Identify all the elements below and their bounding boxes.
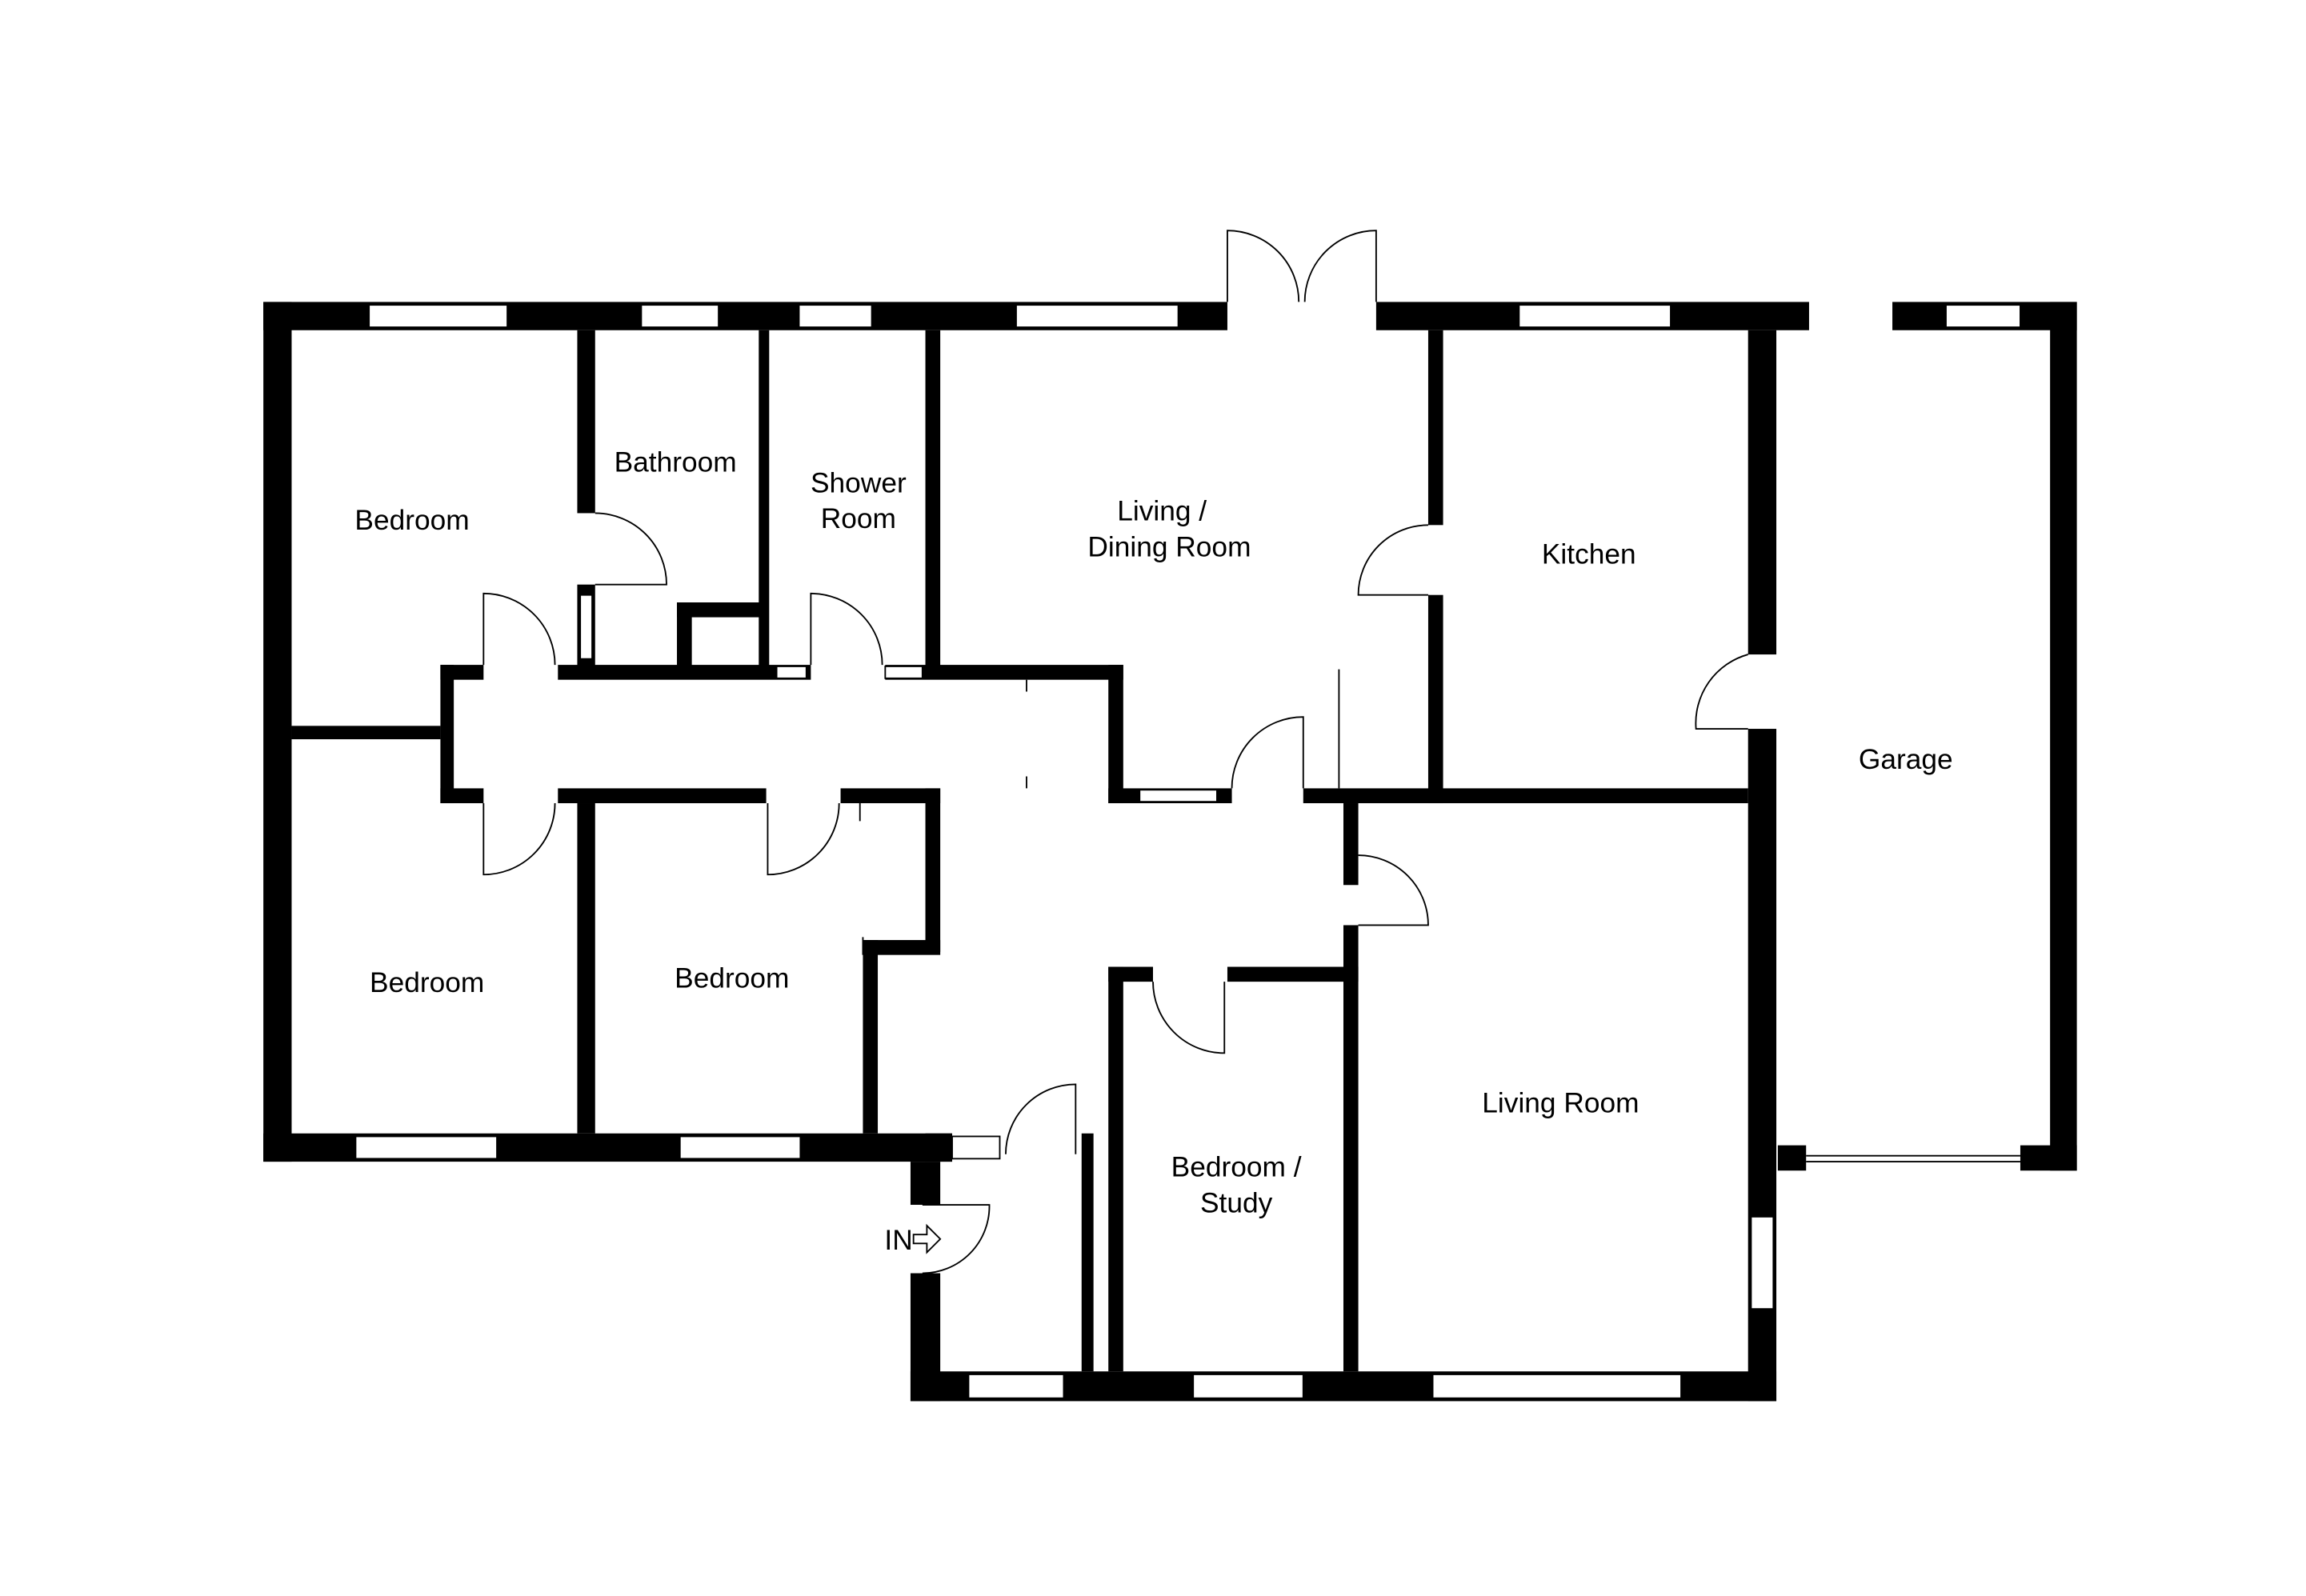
room-label-living-dining: Dining Room — [1087, 531, 1251, 562]
room-label-shower-room: Room — [821, 503, 896, 534]
room-label-bedroom: Bedroom — [370, 967, 484, 998]
room-label-bathroom: Bathroom — [615, 446, 737, 478]
room-label-shower-room: Shower — [811, 467, 907, 498]
room-labels: Bedroom Bathroom Shower Room Living / Di… — [354, 446, 1952, 1255]
room-label-living-dining: Living / — [1117, 496, 1207, 527]
room-label-living-room: Living Room — [1482, 1088, 1639, 1119]
entrance-label: IN — [884, 1225, 912, 1256]
room-label-kitchen: Kitchen — [1542, 539, 1636, 570]
room-label-bedroom: Bedroom — [675, 963, 789, 994]
entrance-arrow-icon — [912, 1223, 942, 1254]
room-label-bedroom-study: Bedroom / — [1171, 1152, 1302, 1183]
room-label-bedroom: Bedroom — [354, 505, 469, 536]
windows — [354, 304, 2021, 1399]
room-label-garage: Garage — [1859, 744, 1953, 775]
room-label-bedroom-study: Study — [1200, 1187, 1273, 1218]
doors — [482, 230, 1748, 1274]
